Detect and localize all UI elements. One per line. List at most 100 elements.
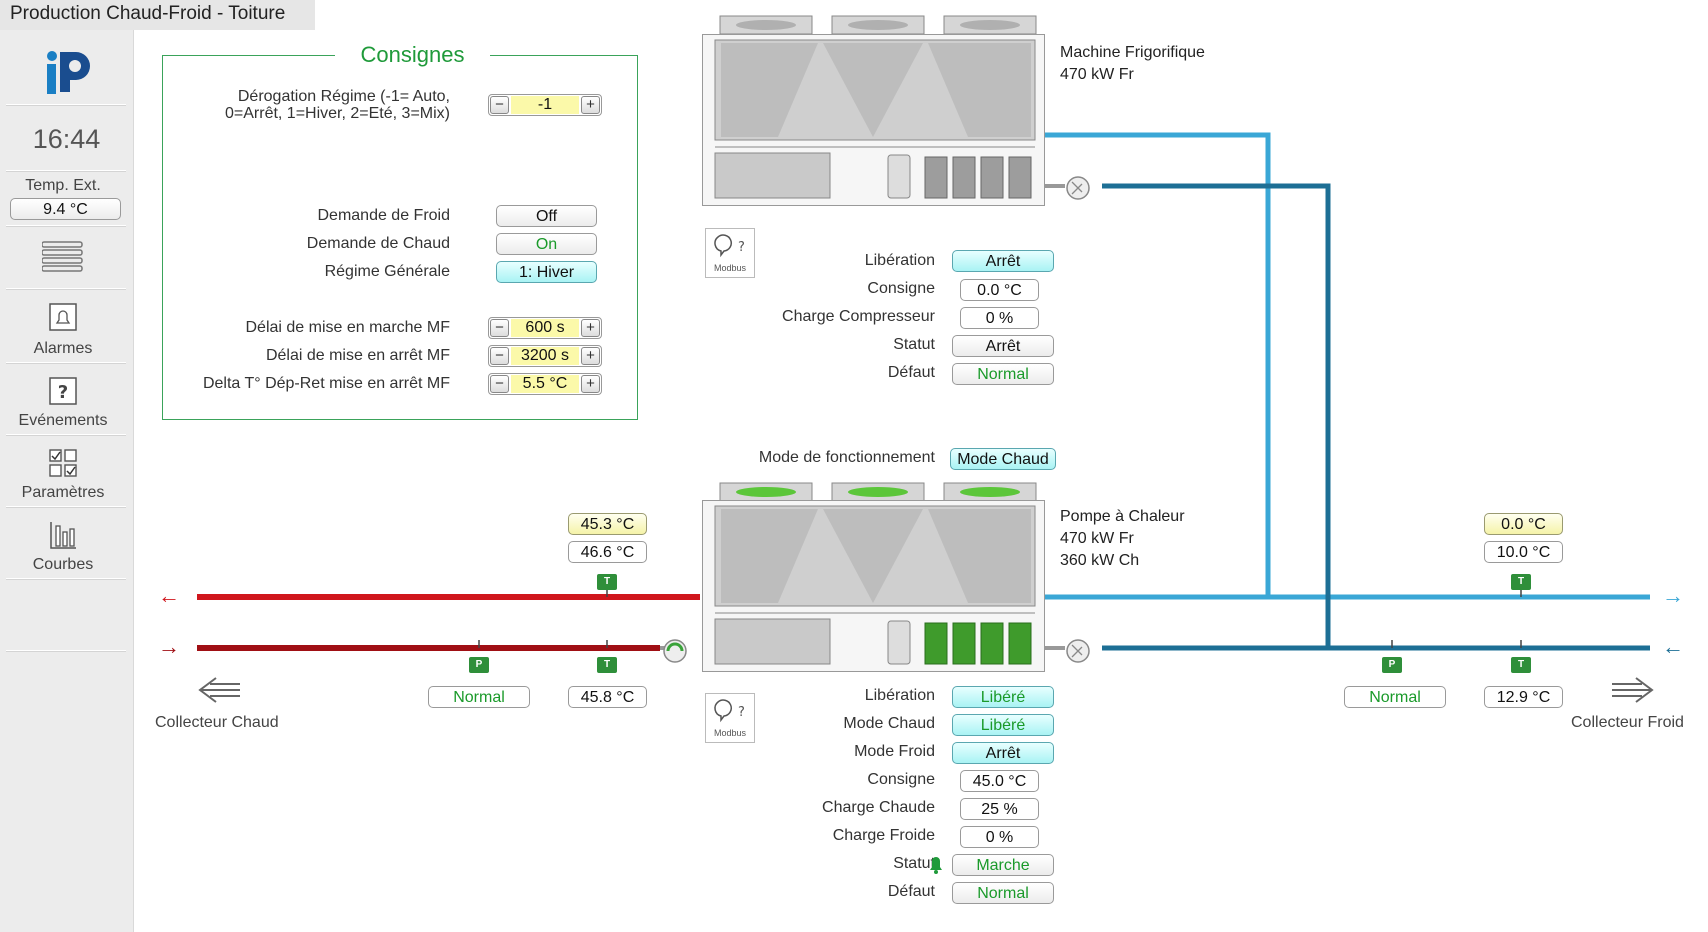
mf-defaut-value: Normal xyxy=(952,363,1054,385)
logo-icon xyxy=(47,51,90,94)
pac-charge-chaude-value: 25 % xyxy=(960,798,1039,820)
pac-mode-value[interactable]: Mode Chaud xyxy=(950,448,1056,470)
arrow-right-icon: → xyxy=(158,634,180,659)
cold-temp-retour: 12.9 °C xyxy=(1484,686,1563,708)
heat-pump-icon xyxy=(714,505,1036,665)
hot-pressure-status: Normal xyxy=(428,686,530,708)
derogation-label-1: Dérogation Régime (-1= Auto, xyxy=(237,88,450,105)
mf-liberation-value[interactable]: Arrêt xyxy=(952,250,1054,272)
mf-defaut-label: Défaut xyxy=(887,364,935,381)
chiller-icon xyxy=(714,39,1036,199)
temp-ext-label: Temp. Ext. xyxy=(25,177,101,194)
bell-icon xyxy=(930,857,942,874)
regime-value[interactable]: 1: Hiver xyxy=(496,261,597,283)
cold-supply-pipe xyxy=(1045,132,1650,600)
sidebar xyxy=(0,30,134,932)
decrement-button[interactable]: − xyxy=(490,319,509,337)
cold-return-pipe xyxy=(1102,183,1650,651)
pac-name: Pompe à Chaleur xyxy=(1060,508,1185,525)
pac-consigne-label: Consigne xyxy=(867,771,935,788)
mf-name: Machine Frigorifique xyxy=(1060,44,1205,61)
delta-label: Delta T° Dép-Ret mise en arrêt MF xyxy=(202,375,450,392)
derogation-value[interactable]: -1 xyxy=(511,96,579,114)
demande-froid-label: Demande de Froid xyxy=(317,207,450,224)
svg-text:?: ? xyxy=(738,240,745,255)
machine-frigorifique[interactable] xyxy=(702,34,1045,206)
arrow-right-icon: → xyxy=(1662,583,1684,608)
decrement-button[interactable]: − xyxy=(490,96,509,114)
delai-marche-value[interactable]: 600 s xyxy=(511,319,579,337)
pac-consigne-value: 45.0 °C xyxy=(960,770,1039,792)
arrow-left-icon: ← xyxy=(158,583,180,608)
sidebar-item-label: Evénements xyxy=(18,412,108,429)
sidebar-item-label: Paramètres xyxy=(21,484,105,501)
pac-defaut-label: Défaut xyxy=(887,883,935,900)
modbus-label: Modbus xyxy=(713,263,747,273)
pac-charge-froide-value: 0 % xyxy=(960,826,1039,848)
mf-charge-label: Charge Compresseur xyxy=(782,308,935,325)
sidebar-item-label: Courbes xyxy=(32,556,94,573)
demande-chaud-value[interactable]: On xyxy=(496,233,597,255)
increment-button[interactable]: + xyxy=(581,347,600,365)
pac-statut-value: Marche xyxy=(952,854,1054,876)
pac-mode-chaud-label: Mode Chaud xyxy=(843,715,935,732)
pac-liberation-label: Libération xyxy=(864,687,935,704)
pac-mode-chaud-value[interactable]: Libéré xyxy=(952,714,1054,736)
temperature-sensor-icon: T xyxy=(597,657,617,673)
modbus-label: Modbus xyxy=(713,728,747,738)
mf-statut-value: Arrêt xyxy=(952,335,1054,357)
delai-arret-stepper[interactable]: − 3200 s + xyxy=(488,345,602,367)
cold-temp-setpoint: 0.0 °C xyxy=(1484,513,1563,535)
mf-statut-label: Statut xyxy=(893,336,935,353)
pac-mode-froid-value[interactable]: Arrêt xyxy=(952,742,1054,764)
demande-froid-value[interactable]: Off xyxy=(496,205,597,227)
pac-liberation-value[interactable]: Libéré xyxy=(952,686,1054,708)
menu-icon[interactable] xyxy=(42,240,84,272)
increment-button[interactable]: + xyxy=(581,96,600,114)
svg-text:?: ? xyxy=(58,382,68,403)
hot-collector-label: Collecteur Chaud xyxy=(155,714,279,731)
modbus-glyph: ? xyxy=(714,234,745,258)
collector-arrow-left-icon xyxy=(198,677,240,703)
modbus-icon[interactable]: ? Modbus xyxy=(705,693,755,743)
increment-button[interactable]: + xyxy=(581,319,600,337)
modbus-icon[interactable]: ? Modbus xyxy=(705,228,755,278)
pac-power-ch: 360 kW Ch xyxy=(1060,552,1140,569)
cold-collector-label: Collecteur Froid xyxy=(1571,714,1684,731)
consignes-title: Consignes xyxy=(335,42,490,68)
delai-arret-value[interactable]: 3200 s xyxy=(511,347,579,365)
pac-mode-label: Mode de fonctionnement xyxy=(758,449,935,466)
derogation-stepper[interactable]: − -1 + xyxy=(488,94,602,116)
bell-icon xyxy=(49,303,77,331)
pressure-sensor-icon: P xyxy=(1382,657,1402,673)
modbus-glyph: ? xyxy=(714,699,745,723)
delta-value[interactable]: 5.5 °C xyxy=(511,375,579,393)
window-title: Production Chaud-Froid - Toiture xyxy=(0,0,315,30)
delai-marche-label: Délai de mise en marche MF xyxy=(245,319,450,336)
clock: 16:44 xyxy=(32,124,101,154)
hot-temp-setpoint: 45.3 °C xyxy=(568,513,647,535)
pressure-sensor-icon: P xyxy=(469,657,489,673)
decrement-button[interactable]: − xyxy=(490,347,509,365)
mf-power: 470 kW Fr xyxy=(1060,66,1134,83)
pac-defaut-value: Normal xyxy=(952,882,1054,904)
delai-marche-stepper[interactable]: − 600 s + xyxy=(488,317,602,339)
increment-button[interactable]: + xyxy=(581,375,600,393)
pac-charge-chaude-label: Charge Chaude xyxy=(822,799,935,816)
cold-pressure-status: Normal xyxy=(1344,686,1446,708)
temperature-sensor-icon: T xyxy=(1511,574,1531,590)
decrement-button[interactable]: − xyxy=(490,375,509,393)
arrow-left-icon: ← xyxy=(1662,634,1684,659)
delta-stepper[interactable]: − 5.5 °C + xyxy=(488,373,602,395)
regime-label: Régime Générale xyxy=(324,263,450,280)
svg-text:?: ? xyxy=(738,705,745,720)
hot-temp-depart: 46.6 °C xyxy=(568,541,647,563)
mf-liberation-label: Libération xyxy=(864,252,935,269)
pac-statut-label: Statut xyxy=(893,855,935,872)
fan-icon xyxy=(719,482,1037,501)
hot-temp-retour: 45.8 °C xyxy=(568,686,647,708)
temperature-sensor-icon: T xyxy=(597,574,617,590)
sidebar-item-label: Alarmes xyxy=(33,340,93,357)
pompe-a-chaleur[interactable] xyxy=(702,500,1045,672)
